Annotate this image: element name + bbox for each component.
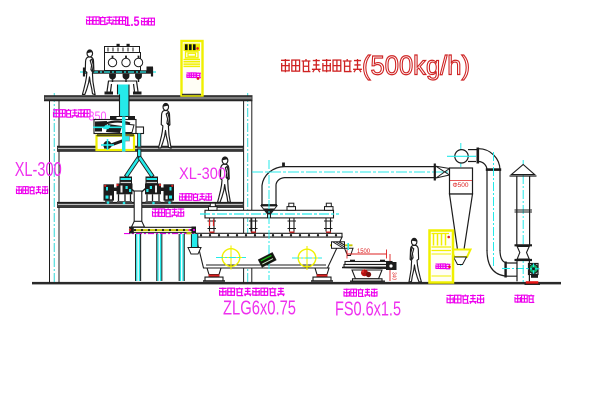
svg-text:XL-300: XL-300 bbox=[179, 165, 226, 183]
svg-text:1.5: 1.5 bbox=[125, 14, 140, 29]
svg-text:ZLG6x0.75: ZLG6x0.75 bbox=[223, 298, 296, 320]
svg-text:340: 340 bbox=[391, 272, 397, 280]
svg-text:XL-300: XL-300 bbox=[15, 158, 62, 181]
svg-text:Φ500: Φ500 bbox=[453, 182, 469, 189]
svg-text:1500: 1500 bbox=[357, 249, 371, 255]
svg-text:(500kg/h): (500kg/h) bbox=[362, 51, 470, 81]
svg-text:FS0.6x1.5: FS0.6x1.5 bbox=[335, 299, 401, 321]
